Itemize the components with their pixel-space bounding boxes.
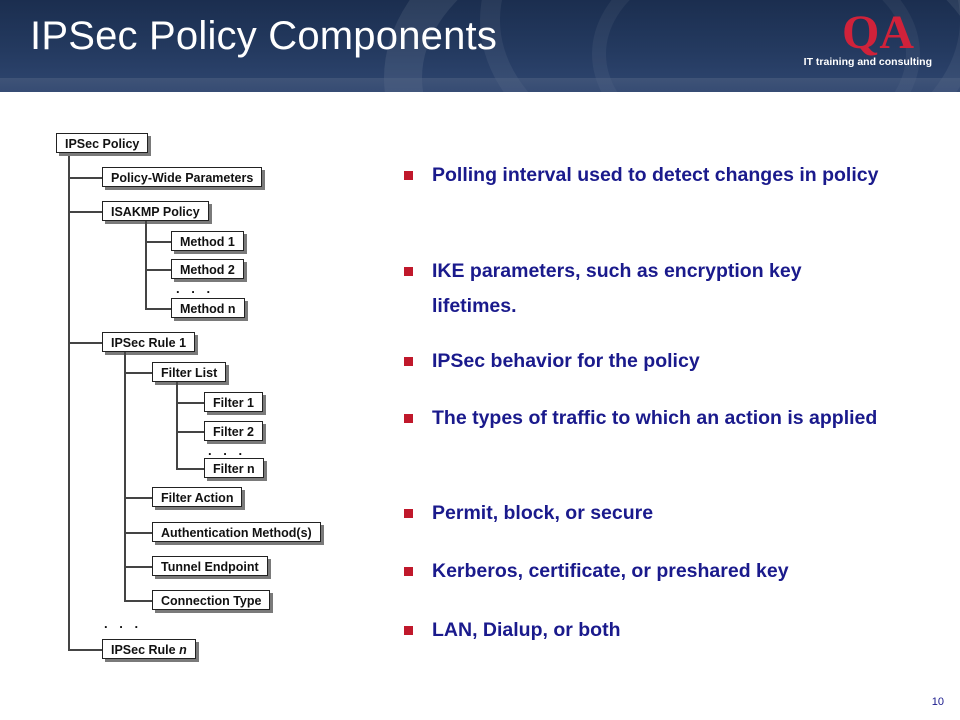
bullet-text: LAN, Dialup, or both — [432, 619, 621, 641]
bullet-text: IKE parameters, such as encryption key l… — [432, 260, 802, 317]
bullet-text: Kerberos, certificate, or preshared key — [432, 560, 789, 582]
bullet-item: Polling interval used to detect changes … — [400, 158, 890, 193]
bullet-square-icon — [404, 509, 413, 518]
tree-connector — [68, 177, 102, 179]
bullet-square-icon — [404, 267, 413, 276]
node-connection-type: Connection Type — [152, 590, 271, 610]
header-fade — [0, 78, 960, 92]
node-method-1: Method 1 — [171, 231, 244, 251]
node-tunnel-endpoint: Tunnel Endpoint — [152, 556, 268, 576]
node-authentication-methods: Authentication Method(s) — [152, 522, 321, 542]
bullet-text: Polling interval used to detect changes … — [432, 164, 879, 186]
node-ipsec-policy: IPSec Policy — [56, 133, 149, 153]
tree-connector — [68, 342, 102, 344]
tree-connector — [124, 372, 152, 374]
rule1-branch-line — [124, 352, 126, 601]
bullet-item: LAN, Dialup, or both — [400, 613, 890, 648]
bullet-item: Permit, block, or secure — [400, 496, 890, 531]
tree-connector — [176, 402, 204, 404]
slide-header: IPSec Policy Components QA IT training a… — [0, 0, 960, 92]
qa-logo-icon: QA — [842, 6, 914, 56]
logo-tagline: IT training and consulting — [803, 56, 932, 68]
node-filter-n: Filter n — [204, 458, 264, 478]
node-method-2: Method 2 — [171, 259, 244, 279]
tree-trunk-line — [68, 152, 70, 650]
node-ipsec-rule-n-label: IPSec Rule n — [111, 643, 187, 657]
bullet-item: The types of traffic to which an action … — [400, 401, 890, 436]
bullet-item: Kerberos, certificate, or preshared key — [400, 554, 890, 589]
bullet-item: IPSec behavior for the policy — [400, 344, 890, 379]
methods-ellipsis: . . . — [176, 281, 215, 296]
bullet-item: IKE parameters, such as encryption key l… — [400, 254, 890, 324]
tree-connector — [124, 497, 152, 499]
filter-list-branch-line — [176, 382, 178, 468]
bullet-square-icon — [404, 414, 413, 423]
slide-title: IPSec Policy Components — [30, 14, 498, 58]
logo-mark: QA — [842, 6, 914, 56]
bullet-square-icon — [404, 567, 413, 576]
tree-connector — [68, 211, 102, 213]
rules-ellipsis: . . . — [104, 616, 143, 631]
tree-connector — [145, 308, 171, 310]
tree-connector — [124, 532, 152, 534]
page-number: 10 — [931, 696, 944, 708]
bullet-square-icon — [404, 357, 413, 366]
tree-connector — [124, 566, 152, 568]
tree-connector — [124, 600, 152, 602]
node-ipsec-rule-1: IPSec Rule 1 — [102, 332, 196, 352]
tree-connector — [145, 241, 171, 243]
node-filter-1: Filter 1 — [204, 392, 263, 412]
filters-ellipsis: . . . — [208, 443, 247, 458]
bullet-text: The types of traffic to which an action … — [432, 407, 878, 429]
bullet-square-icon — [404, 626, 413, 635]
tree-connector — [145, 269, 171, 271]
node-isakmp-policy: ISAKMP Policy — [102, 201, 209, 221]
isakmp-branch-line — [145, 221, 147, 309]
node-filter-action: Filter Action — [152, 487, 243, 507]
node-policy-wide-parameters: Policy-Wide Parameters — [102, 167, 263, 187]
tree-connector — [68, 649, 102, 651]
node-ipsec-rule-n: IPSec Rule n — [102, 639, 196, 659]
tree-connector — [176, 431, 204, 433]
bullet-text: Permit, block, or secure — [432, 502, 654, 524]
node-filter-2: Filter 2 — [204, 421, 263, 441]
node-filter-list: Filter List — [152, 362, 227, 382]
qa-logo: QA IT training and consulting — [804, 4, 944, 78]
node-method-n: Method n — [171, 298, 245, 318]
tree-connector — [176, 468, 204, 470]
rule-n-italic: n — [179, 643, 187, 657]
bullet-text: IPSec behavior for the policy — [432, 350, 700, 372]
bullet-square-icon — [404, 171, 413, 180]
